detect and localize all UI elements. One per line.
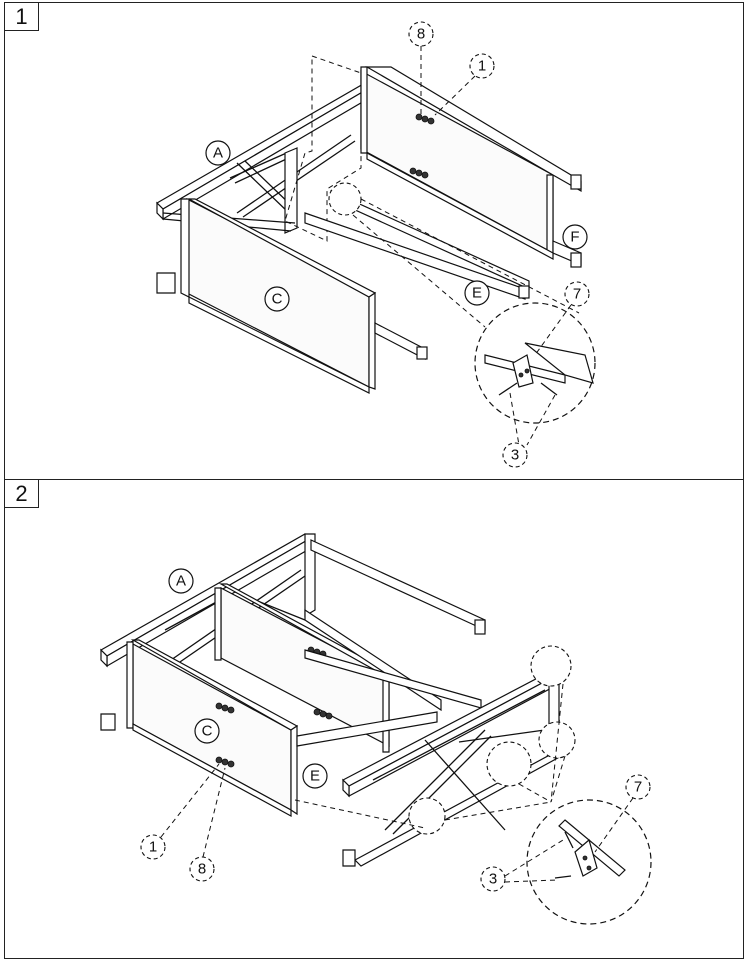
svg-text:C: C: [272, 291, 283, 308]
callout-a: A: [168, 568, 194, 594]
step-2-panel: 2: [4, 480, 744, 959]
step-1-illustration: A C E F 8 1 7 3: [156, 21, 596, 468]
step-number: 1: [5, 3, 39, 31]
end-frame-f: [360, 66, 582, 268]
callout-3: 3: [502, 442, 528, 468]
svg-text:E: E: [472, 285, 482, 302]
side-frame-a: [100, 533, 486, 731]
svg-text:3: 3: [511, 447, 519, 464]
callout-e: E: [464, 280, 490, 306]
callout-e: E: [302, 763, 328, 789]
svg-text:3: 3: [489, 871, 497, 888]
svg-text:C: C: [202, 723, 213, 740]
svg-text:7: 7: [573, 286, 581, 303]
callout-8: 8: [189, 856, 215, 882]
svg-text:1: 1: [478, 58, 486, 75]
callout-c: C: [264, 286, 290, 312]
step-2-illustration: A C E 1 8 7 3: [100, 533, 652, 925]
callout-8: 8: [408, 21, 434, 47]
corner-bracket-detail: [484, 342, 594, 396]
svg-text:F: F: [570, 229, 579, 246]
side-frame-a: [156, 82, 373, 294]
step-number: 2: [5, 480, 39, 508]
svg-text:1: 1: [149, 839, 157, 856]
front-panel-c: [180, 198, 428, 394]
middle-panel: [214, 583, 394, 753]
corner-bracket-detail: [554, 819, 626, 879]
detail-source-circle: [328, 182, 362, 216]
callout-f: F: [562, 224, 588, 250]
callout-1: 1: [140, 834, 166, 860]
callout-7: 7: [625, 774, 651, 800]
svg-text:A: A: [176, 573, 186, 590]
step-1-panel: 1: [4, 2, 744, 480]
svg-text:7: 7: [634, 779, 642, 796]
svg-text:8: 8: [417, 26, 425, 43]
callout-7: 7: [564, 281, 590, 307]
callout-c: C: [194, 718, 220, 744]
callout-a: A: [205, 140, 231, 166]
svg-text:8: 8: [198, 861, 206, 878]
detail-zoom-circle: [474, 302, 596, 424]
svg-text:A: A: [213, 145, 223, 162]
callout-3: 3: [480, 866, 506, 892]
callout-1: 1: [469, 53, 495, 79]
svg-text:E: E: [310, 768, 320, 785]
